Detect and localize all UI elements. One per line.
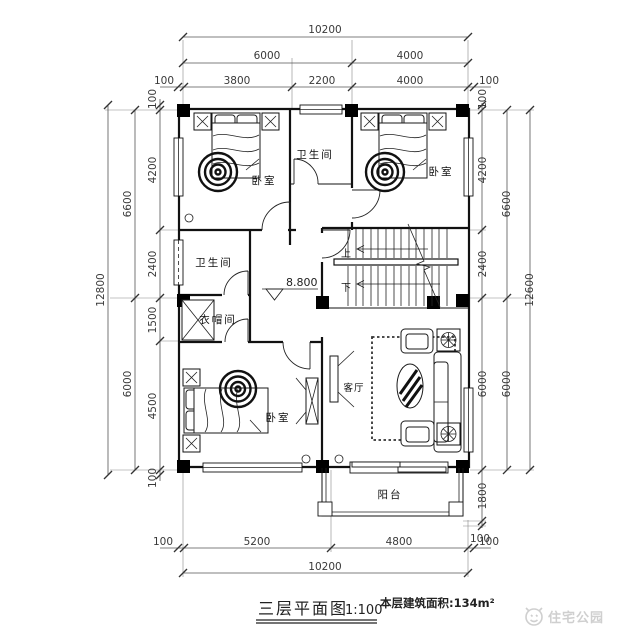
elevation-marker: 8.800 [262,276,318,301]
watermark: 住宅公园 [525,607,604,626]
windows [173,104,474,474]
dim-top-4000a: 4000 [397,50,424,62]
window-right-bedroom [463,137,474,197]
sofa [433,351,462,453]
stair-down-arrow [356,280,440,288]
label-balcony: 阳台 [378,488,403,501]
coffee-table [396,363,424,409]
door-bath-top [293,158,319,185]
area-note: 本层建筑面积:134m² [380,596,495,610]
brand-logo-icon [525,607,543,626]
dim-right-100b: 100 [470,533,490,545]
room-labels: 卧室 卫生间 卧室 卫生间 衣帽间 卧室 客厅 阳台 [195,148,454,501]
bed-top-left [211,112,261,179]
label-bedroom-tl: 卧室 [252,174,277,187]
dim-top-100l: 100 [154,75,174,87]
door-bath-mid [223,270,249,296]
dim-bot-100l: 100 [153,536,173,548]
dim-bot-total: 10200 [308,561,341,573]
dim-top-100r: 100 [479,75,499,87]
dim-right-6000m: 6000 [501,371,513,398]
dim-left-4200: 4200 [147,157,159,184]
tv-living [329,350,355,408]
furniture [181,112,462,464]
balcony-structure [317,468,464,517]
title-underline [256,619,377,624]
stair-up-arrow [356,245,428,253]
dim-top-4000b: 4000 [397,75,424,87]
dim-left-1500: 1500 [147,307,159,334]
dim-top-2200: 2200 [309,75,336,87]
rug-top-left [197,151,239,193]
stair-break-line [407,223,441,308]
plan-title: 三层平面图 [258,599,348,618]
label-bath-top: 卫生间 [296,148,334,161]
wardrobe [181,299,215,341]
dim-left-100b: 100 [147,468,159,488]
door-bedroom-tr [351,189,381,219]
dim-left-total: 12800 [95,273,107,306]
label-bedroom-tr: 卧室 [429,165,454,178]
dim-right-4200: 4200 [477,157,489,184]
dim-right-6600: 6600 [501,191,513,218]
label-cloak: 衣帽间 [199,313,237,326]
dim-bot-4800: 4800 [386,536,413,548]
floor-drain-icon [184,213,194,223]
window-top-bath [299,104,343,115]
rug-bottom-left [218,369,258,409]
drain-right-icon [334,454,344,464]
dim-left-2400: 2400 [147,251,159,278]
plan-scale: 1:100 [345,603,382,618]
dim-top-6000: 6000 [254,50,281,62]
dim-bot-100r: 100 [479,536,499,548]
dim-right-6000i: 6000 [477,371,489,398]
dimension-annotations: 10200 6000 4000 100 3800 2200 4000 100 1… [95,24,536,578]
window-left-bath [173,239,184,286]
dim-top-3800: 3800 [224,75,251,87]
dim-left-4500: 4500 [147,393,159,420]
label-bath-mid: 卫生间 [195,256,233,269]
window-left-bedroom [173,137,184,197]
stair-down-label: 下 [341,283,351,294]
window-bottom-bedroom [202,462,303,473]
armchair-bottom [400,420,435,447]
door-bedroom-bl [282,341,311,370]
stair-up-label: 上 [341,248,351,260]
dim-right-2400: 2400 [477,251,489,278]
dim-left-6000: 6000 [122,371,134,398]
stair-landing-rail [333,258,459,266]
window-right-living [463,387,474,453]
staircase: 上 下 [333,223,459,308]
armchair-top [400,328,434,354]
watermark-text: 住宅公园 [548,610,604,626]
dim-left-6600: 6600 [122,191,134,218]
door-cloak [224,318,249,343]
door-bedroom-tl [261,201,291,231]
dim-right-1800: 1800 [477,483,489,510]
dim-right-total: 12600 [524,273,536,306]
label-living: 客厅 [343,382,364,394]
rug-top-right [364,151,406,193]
door-stairs [321,229,351,259]
title-block: 三层平面图 1:100 本层建筑面积:134m² [256,596,495,624]
dim-right-100t: 100 [477,89,489,109]
doors [223,158,381,370]
dim-left-100t: 100 [147,89,159,109]
tv-bedroom [295,377,319,425]
elevation-value: 8.800 [286,276,318,289]
label-bedroom-bl: 卧室 [266,411,291,424]
balcony-sliding-door [349,461,449,474]
dim-top-total: 10200 [308,24,341,36]
dim-bot-5200: 5200 [244,536,271,548]
drain-left-icon [301,454,311,464]
elevation-triangle-icon [265,288,284,301]
